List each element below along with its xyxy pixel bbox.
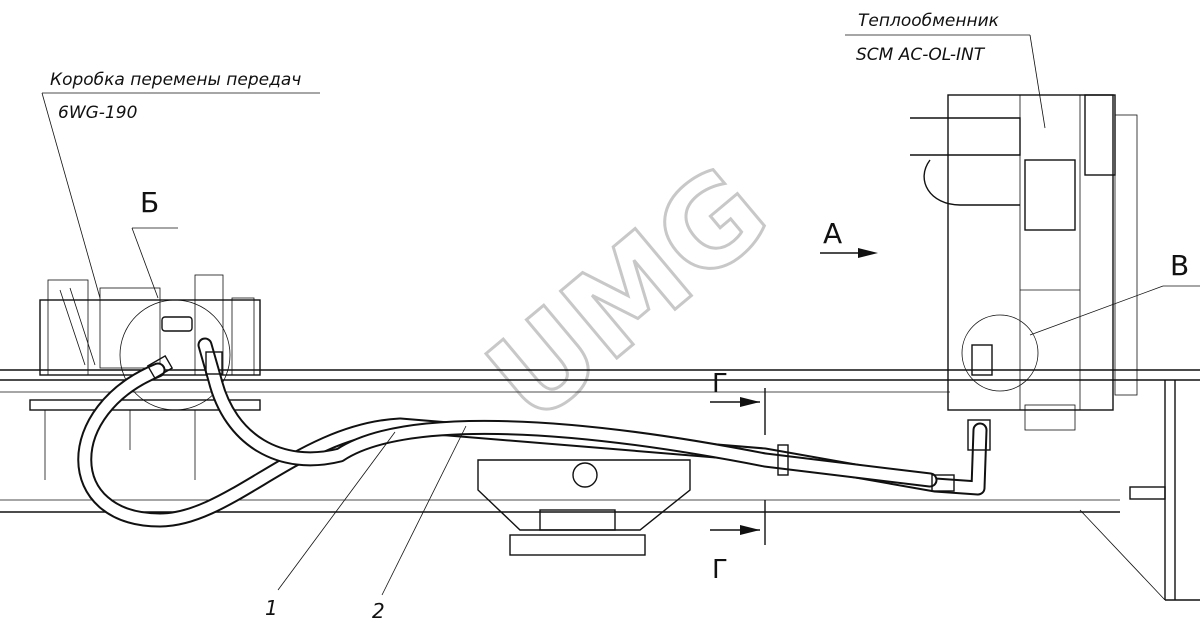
view-label-a: А [823,217,842,250]
heat-exchanger [910,94,1138,431]
position-label-2: 2 [372,599,385,623]
gearbox-callout: Коробка перемены передач 6WG-190 [41,70,320,299]
exchanger-callout: Теплообменник SCM AC-OL-INT [845,11,1046,129]
hose-fittings [146,316,993,492]
gearbox [29,274,261,480]
hose-2 [197,337,938,488]
section-label-g-top: Г [712,369,728,399]
exchanger-name: Теплообменник [858,11,1000,31]
section-label-g-bottom: Г [712,555,728,585]
view-a-marker: А [820,217,878,258]
exchanger-model: SCM AC-OL-INT [856,45,986,65]
detail-label-v: В [1170,249,1189,282]
gearbox-name: Коробка перемены передач [50,70,301,90]
detail-v-leader: В [1029,249,1200,336]
detail-circle-v [961,314,1039,392]
hose-1 [77,362,988,528]
gearbox-model: 6WG-190 [58,103,137,123]
position-leaders: 1 2 [265,425,467,623]
detail-circle-b [119,299,231,411]
position-label-1: 1 [265,596,278,620]
detail-b-leader: Б [131,186,178,299]
detail-label-b: Б [140,186,159,219]
section-g-marker: Г Г [710,369,766,585]
support-bracket [477,459,691,556]
